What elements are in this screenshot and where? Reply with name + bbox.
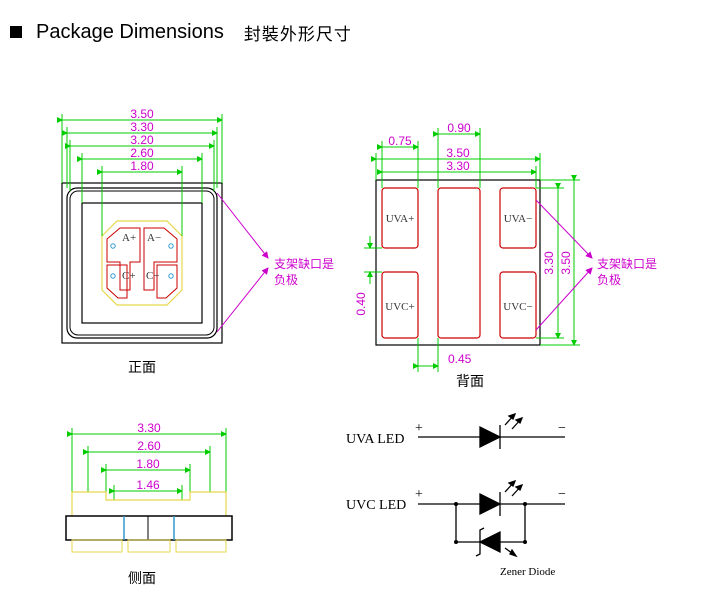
- uvc-minus-sign: −: [558, 487, 566, 502]
- chip-outline: [101, 220, 183, 306]
- front-cavity: [81, 202, 203, 324]
- side-dim-1-80: 1.80: [136, 457, 160, 471]
- uvc-plus-sign: +: [415, 487, 423, 502]
- back-body-outline: [375, 179, 541, 346]
- side-pad-center: [127, 539, 171, 553]
- side-pad-right: [175, 539, 227, 553]
- pad-a-minus: [143, 227, 178, 291]
- back-note-line2: 负极: [597, 273, 621, 287]
- front-dim-2-60: 2.60: [130, 146, 154, 160]
- back-dim-left-0-40: 0.40: [354, 292, 368, 316]
- pad-center: [437, 187, 481, 339]
- pad-uvc-plus: [381, 271, 419, 339]
- side-dim-2-60: 2.60: [137, 439, 161, 453]
- pad-a-plus: [106, 227, 141, 291]
- section-title-cn: 封裝外形尺寸: [243, 24, 352, 45]
- zener-diode-label: Zener Diode: [500, 566, 555, 578]
- pad-label-uva-plus: UVA+: [386, 213, 415, 225]
- pad-label-a-plus: A+: [122, 232, 136, 244]
- pad-label-c-minus: C−: [146, 270, 160, 282]
- back-dim-right-3-30: 3.30: [542, 251, 556, 275]
- back-view: UVA+ UVA− UVC+ UVC−: [354, 121, 657, 390]
- front-view: A+ A− C+ C− 3.50: [57, 107, 334, 376]
- front-lens-outline: [66, 187, 218, 339]
- back-note-line1: 支架缺口是: [597, 256, 657, 271]
- back-dim-0-45: 0.45: [448, 352, 472, 366]
- front-dim-1-80: 1.80: [130, 159, 154, 173]
- front-note-line1: 支架缺口是: [274, 256, 334, 271]
- front-dim-3-30: 3.30: [130, 120, 154, 134]
- back-dim-0-90: 0.90: [447, 121, 471, 135]
- uva-led-symbol: [418, 412, 565, 449]
- side-dim-3-30: 3.30: [137, 421, 161, 435]
- back-dim-3-30: 3.30: [446, 159, 470, 173]
- back-dim-0-75: 0.75: [388, 134, 412, 148]
- front-dim-3-50: 3.50: [130, 107, 154, 121]
- side-dim-1-46: 1.46: [136, 478, 160, 492]
- pad-uva-minus: [499, 187, 537, 249]
- schematic: UVA LED + − UVC LED + −: [346, 412, 566, 578]
- side-view-caption: 侧面: [128, 571, 156, 587]
- pad-label-uvc-plus: UVC+: [385, 301, 414, 313]
- uvc-led-symbol: [418, 479, 565, 516]
- pad-label-uva-minus: UVA−: [504, 213, 533, 225]
- bullet-square-icon: [10, 26, 22, 38]
- pad-label-uvc-minus: UVC−: [503, 301, 532, 313]
- side-lens-profile: [71, 491, 227, 516]
- section-header: Package Dimensions 封裝外形尺寸: [10, 18, 352, 46]
- side-body: [65, 515, 233, 541]
- back-dim-right-3-50: 3.50: [559, 251, 573, 275]
- back-view-caption: 背面: [456, 374, 484, 390]
- section-title: Package Dimensions: [36, 20, 224, 43]
- pad-uva-plus: [381, 187, 419, 249]
- uvc-led-label: UVC LED: [346, 498, 406, 513]
- zener-diode-symbol: [455, 504, 526, 558]
- pad-label-c-plus: C+: [122, 270, 136, 282]
- front-view-caption: 正面: [128, 360, 156, 376]
- front-dim-3-20: 3.20: [130, 133, 154, 147]
- side-pad-left: [71, 539, 123, 553]
- pad-label-a-minus: A−: [147, 232, 161, 244]
- side-view: 3.30 2.60 1.80 1.46 侧面: [65, 421, 233, 587]
- uva-plus-sign: +: [415, 421, 423, 436]
- pad-uvc-minus: [499, 271, 537, 339]
- front-note-line2: 负极: [274, 273, 298, 287]
- uva-minus-sign: −: [558, 421, 566, 436]
- back-dim-3-50: 3.50: [446, 146, 470, 160]
- uva-led-label: UVA LED: [346, 432, 404, 447]
- front-body-outline: [61, 182, 223, 344]
